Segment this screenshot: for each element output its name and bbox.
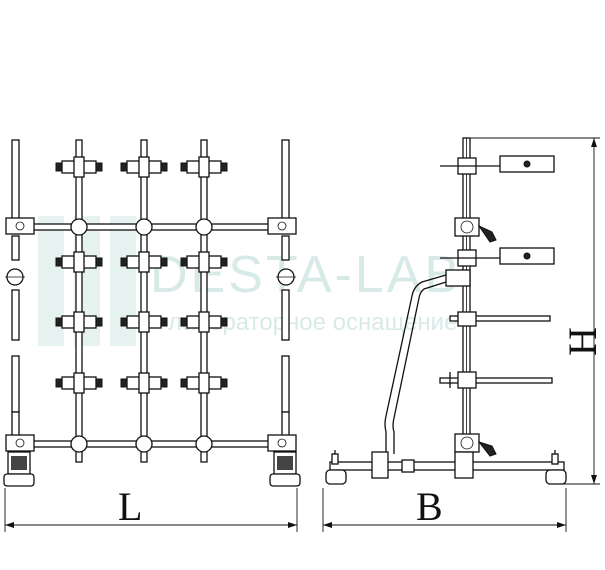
- inner-rod-2: [120, 139, 168, 463]
- watermark-brand: DESTA-LAB: [150, 246, 462, 304]
- clamp-icon: [55, 156, 103, 394]
- side-rod-1: [449, 311, 551, 327]
- leveling-foot-left: [325, 450, 347, 485]
- holder-clamp-top: [440, 155, 555, 175]
- left-post: [11, 139, 20, 449]
- right-foot: [269, 451, 301, 487]
- dimension-label-L: L: [118, 484, 142, 529]
- dimension-label-B: B: [416, 484, 443, 529]
- bosshead-upper: [454, 217, 497, 243]
- clamp-icon: [180, 156, 228, 394]
- inner-rod-1: [55, 139, 103, 463]
- bosshead-lower: [454, 433, 497, 457]
- dimension-H: H: [560, 138, 605, 485]
- clamp-icon: [120, 156, 168, 394]
- front-view: L: [3, 139, 301, 532]
- holder-clamp-mid: [440, 247, 555, 267]
- side-view: B H: [322, 137, 605, 532]
- base-bar: [329, 451, 565, 479]
- inner-rod-3: [180, 139, 228, 463]
- leveling-foot-right: [545, 450, 567, 485]
- right-post: [281, 139, 290, 449]
- dimension-L: L: [4, 484, 298, 532]
- dimension-B: B: [322, 484, 567, 532]
- dimension-label-H: H: [560, 327, 605, 356]
- side-rod-2: [439, 371, 553, 389]
- bent-rod: [384, 269, 471, 454]
- left-foot: [3, 451, 35, 487]
